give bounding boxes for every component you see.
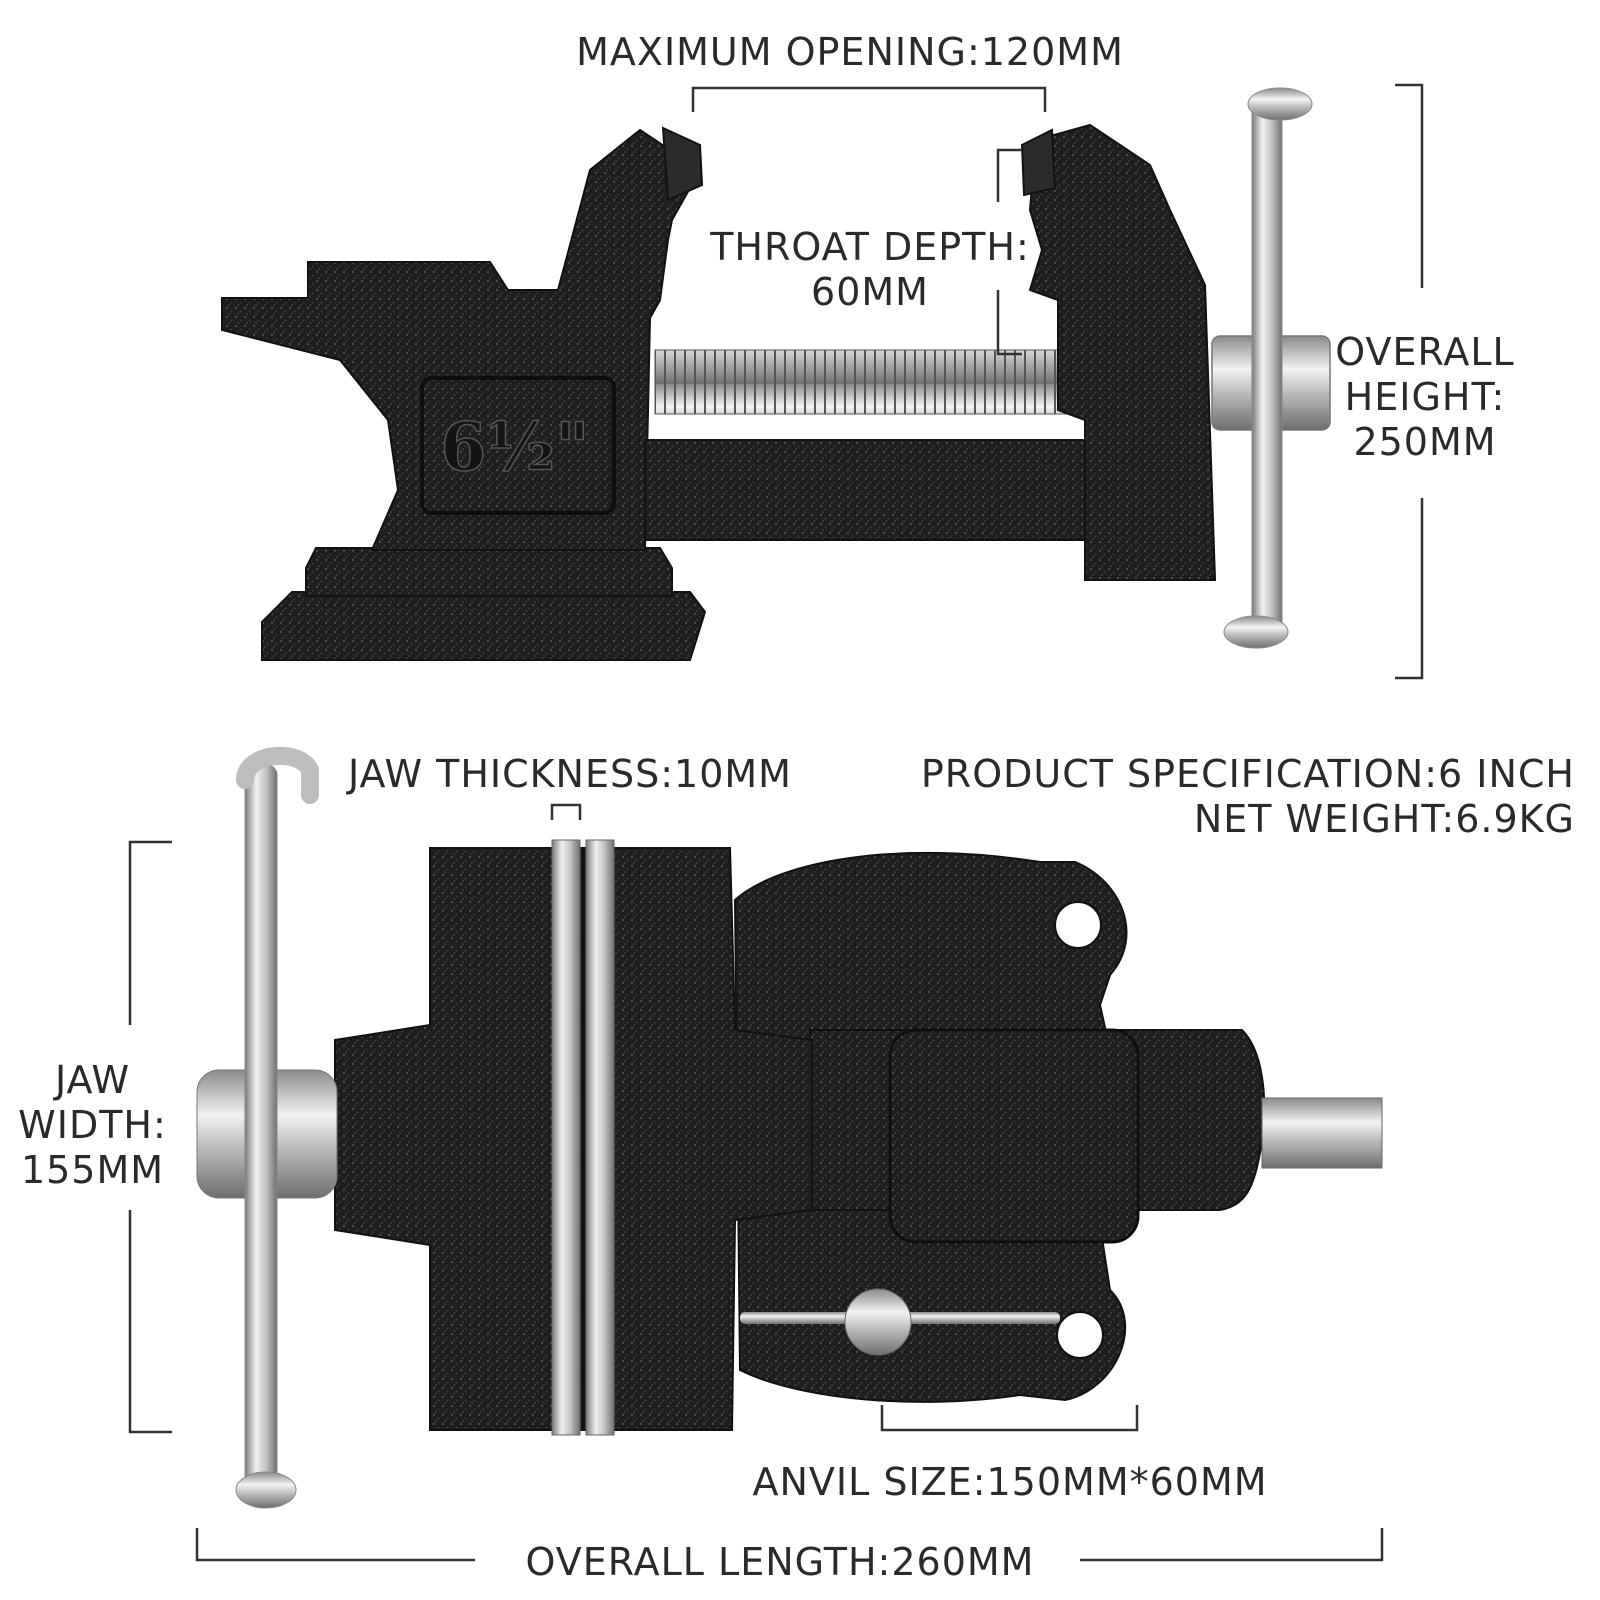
rear-jaw-body [221, 128, 692, 551]
t-handle-bar [1251, 93, 1283, 640]
lead-screw [654, 349, 1086, 415]
overall-height-bracket-bottom [1395, 498, 1424, 680]
dimension-lines-top [691, 83, 1424, 680]
anvil-size-label: ANVIL SIZE:150MM*60MM [752, 1460, 1268, 1504]
swivel-lock-knob [844, 1288, 912, 1356]
mount-hole-bottom [1056, 1311, 1104, 1359]
swivel-base [305, 547, 673, 597]
t-handle-knob-top [1247, 87, 1313, 121]
vise-top-view [196, 746, 1383, 1509]
rear-jaw-insert [661, 126, 704, 202]
t-handle-knob-bottom [1223, 615, 1289, 649]
size-marking-text: 6½" [440, 408, 589, 486]
overall-height-label-line2: HEIGHT: [1344, 375, 1506, 419]
throat-depth-label-line1: THROAT DEPTH: [710, 225, 1030, 269]
top-t-handle-hook [236, 746, 319, 804]
slide-bar [644, 439, 1086, 541]
product-spec-label: PRODUCT SPECIFICATION:6 INCH [920, 752, 1575, 796]
throat-depth-bracket [996, 148, 1022, 202]
overall-length-label: OVERALL LENGTH:260MM [525, 1540, 1035, 1584]
overall-height-label-line3: 250MM [1353, 420, 1497, 464]
anvil-pad [888, 1028, 1140, 1244]
overall-length-bracket-right [1080, 1528, 1384, 1562]
net-weight-label: NET WEIGHT:6.9KG [1193, 797, 1575, 841]
size-marking-plate [420, 376, 616, 515]
front-jaw-insert [1020, 128, 1057, 197]
jaw-insert-2 [585, 839, 615, 1436]
jaw-width-bracket-bottom [128, 1210, 172, 1434]
jaw-width-label-line3: 155MM [20, 1148, 165, 1192]
front-jaw-body [1028, 123, 1217, 581]
jaw-insert-1 [551, 839, 581, 1436]
throat-depth-label-line2: 60MM [811, 270, 929, 314]
dimension-lines-bottom [128, 803, 1384, 1562]
top-t-handle-bar [244, 764, 278, 1491]
base-plate [261, 591, 707, 661]
jaw-width-label-line1: JAW [54, 1058, 131, 1102]
anvil-size-bracket [880, 1405, 1139, 1432]
jaw-thickness-bracket [550, 803, 582, 820]
overall-height-bracket-top [1395, 83, 1424, 288]
mount-hole-top [1054, 901, 1102, 949]
jaw-thickness-label: JAW THICKNESS:10MM [348, 752, 792, 796]
jaw-width-bracket-top [128, 840, 172, 1025]
top-t-handle-knob-bottom [235, 1471, 297, 1509]
screw-square-end [1261, 1097, 1383, 1169]
vise-side-view: 6½" [221, 87, 1331, 661]
jaw-width-label-line2: WIDTH: [18, 1103, 167, 1147]
overall-height-label-line1: OVERALL [1335, 330, 1515, 374]
throat-depth-bracket-lower [996, 290, 1022, 356]
max-opening-bracket [691, 86, 1047, 112]
overall-length-bracket-left [195, 1528, 475, 1562]
max-opening-label: MAXIMUM OPENING:120MM [576, 30, 1124, 74]
